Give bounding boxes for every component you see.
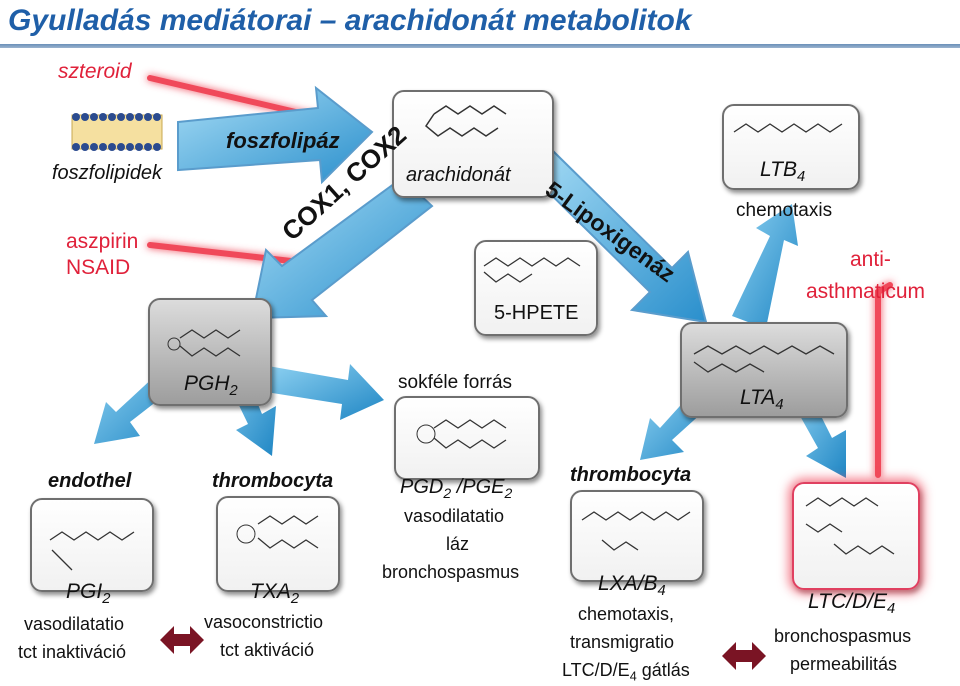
antiasthmatic-label-line2: asthmaticum bbox=[806, 280, 926, 303]
txa2-effect-2: tct aktiváció bbox=[220, 640, 315, 660]
pgi2-effect-2: tct inaktiváció bbox=[18, 642, 127, 662]
lxa-box bbox=[570, 490, 704, 582]
hpete-box bbox=[474, 240, 598, 336]
lipoxygenase-arrow bbox=[526, 150, 708, 324]
ltc-label: LTC/D/E4 bbox=[808, 590, 896, 618]
multiple-sources-label: sokféle forrás bbox=[398, 372, 513, 393]
phospholipid-bilayer-icon bbox=[71, 113, 163, 151]
antiasthmatic-inhibition-line bbox=[875, 282, 893, 478]
pgd-effect-2: láz bbox=[446, 534, 470, 554]
pgi2-effect-1: vasodilatatio bbox=[24, 614, 125, 634]
pgd-pge-structure-icon bbox=[416, 419, 507, 449]
txa2-effect-1: vasoconstrictio bbox=[204, 612, 324, 632]
lxa-effect-3: LTC/D/E4 gátlás bbox=[562, 660, 690, 684]
arachidonate-box bbox=[392, 90, 554, 198]
pgd-effect-1: vasodilatatio bbox=[404, 506, 505, 526]
lta4-label: LTA4 bbox=[740, 386, 784, 414]
aspirin-label: aszpirin bbox=[66, 230, 139, 253]
lta4-to-ltb4-arrow bbox=[732, 204, 798, 328]
pgi2-structure-icon bbox=[49, 531, 135, 571]
txa2-structure-icon bbox=[236, 515, 319, 549]
steroid-label: szteroid bbox=[58, 60, 132, 83]
pgh2-label: PGH2 bbox=[184, 372, 238, 400]
cox-arrow bbox=[250, 176, 434, 320]
phospholipids-label: foszfolipidek bbox=[52, 162, 163, 184]
hpete-label: 5-HPETE bbox=[494, 302, 579, 324]
ltc-effect-2: permeabilitás bbox=[790, 654, 898, 674]
ltc-box bbox=[792, 482, 920, 590]
thrombocyta-label-left: thrombocyta bbox=[212, 470, 334, 492]
lxa-effect-1: chemotaxis, bbox=[578, 604, 675, 624]
phospholipase-label: foszfolipáz bbox=[226, 128, 340, 153]
ltc-effect-1: bronchospasmus bbox=[774, 626, 912, 646]
title-underline bbox=[0, 44, 960, 48]
ltb4-box bbox=[722, 104, 860, 190]
arachidonate-label: arachidonát bbox=[406, 164, 511, 186]
lxa-structure-icon bbox=[581, 511, 691, 551]
pgh2-structure-icon bbox=[167, 329, 241, 357]
endothel-label: endothel bbox=[48, 470, 132, 492]
lxa-effect-2: transmigratio bbox=[570, 632, 675, 652]
thrombocyta-label-right: thrombocyta bbox=[570, 464, 692, 486]
txa2-box bbox=[216, 496, 340, 592]
nsaid-inhibition-line bbox=[147, 242, 303, 265]
pgh2-to-pgd-arrow bbox=[266, 364, 384, 420]
lxa-label: LXA/B4 bbox=[598, 572, 666, 600]
lta4-structure-icon bbox=[693, 345, 835, 373]
hpete-structure-icon bbox=[483, 257, 581, 283]
txa2-label: TXA2 bbox=[250, 580, 300, 608]
pgd-effect-3: bronchospasmus bbox=[382, 562, 520, 582]
ltc-structure-icon bbox=[805, 497, 895, 555]
ltb4-label: LTB4 bbox=[760, 158, 806, 186]
arachidonate-structure-icon bbox=[425, 105, 507, 137]
ltb4-structure-icon bbox=[733, 123, 843, 133]
pgh2-box bbox=[148, 298, 272, 406]
pgi2-box bbox=[30, 498, 154, 592]
pgi2-txa2-antagonism-icon bbox=[160, 626, 204, 654]
lta4-box bbox=[680, 322, 848, 418]
pgd-pge-label: PGD2 /PGE2 bbox=[400, 476, 513, 501]
phospholipase-arrow bbox=[177, 85, 374, 185]
pgi2-label: PGI2 bbox=[66, 580, 111, 608]
page-title: Gyulladás mediátorai – arachidonát metab… bbox=[8, 4, 692, 37]
ltb4-chemotaxis-label: chemotaxis bbox=[736, 200, 833, 221]
nsaid-label: NSAID bbox=[66, 256, 131, 279]
lxa-ltc-antagonism-icon bbox=[722, 642, 766, 670]
pgd-pge-box bbox=[394, 396, 540, 480]
antiasthmatic-label-line1: anti- bbox=[850, 248, 891, 271]
